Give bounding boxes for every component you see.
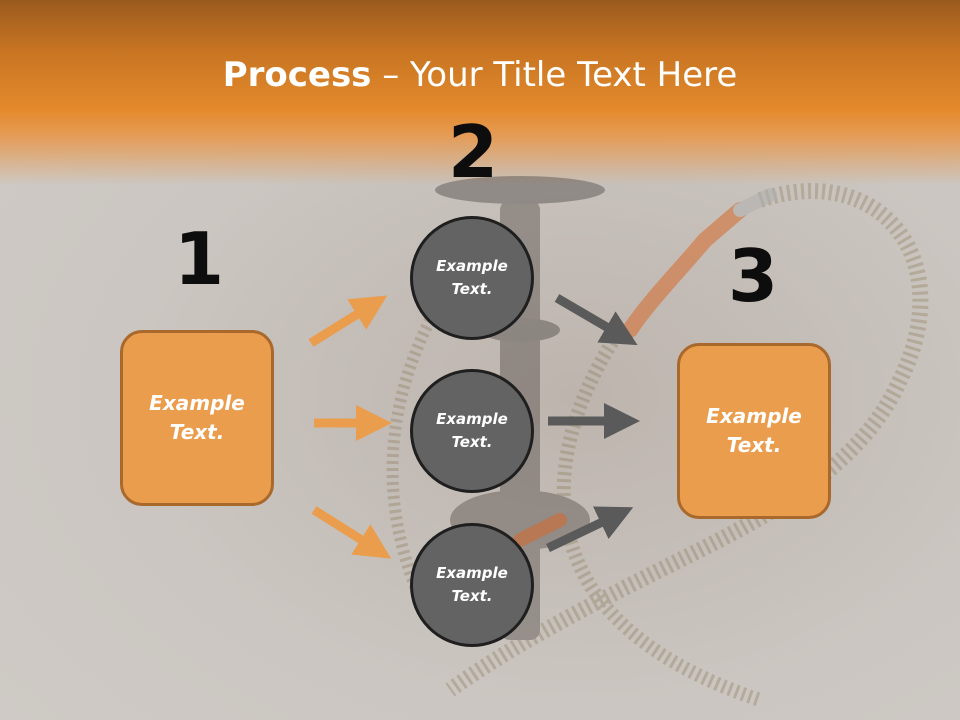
step-2-circle-1-text: Example Text. xyxy=(436,257,508,298)
step-3-box[interactable]: Example Text. xyxy=(677,343,831,519)
step-1-text: Example Text. xyxy=(149,391,245,444)
step-3-number: 3 xyxy=(727,234,779,318)
step-2-circle-2-text: Example Text. xyxy=(436,410,508,451)
slide-title: Process – Your Title Text Here xyxy=(0,52,960,98)
step-1-box[interactable]: Example Text. xyxy=(120,330,274,506)
arrow-2a-to-3 xyxy=(554,294,638,346)
step-3-text: Example Text. xyxy=(706,404,802,457)
arrow-2c-to-3 xyxy=(546,506,634,553)
arrow-1-to-2c xyxy=(311,506,392,559)
step-2-circle-3-text: Example Text. xyxy=(436,564,508,605)
step-2-circle-1[interactable]: Example Text. xyxy=(410,216,534,340)
step-2-number: 2 xyxy=(447,110,499,194)
title-bold: Process xyxy=(222,55,372,95)
title-rest: – Your Title Text Here xyxy=(371,55,738,95)
step-1-number: 1 xyxy=(173,217,225,301)
step-2-circle-2[interactable]: Example Text. xyxy=(410,369,534,493)
arrow-1-to-2a xyxy=(308,295,388,347)
step-2-circle-3[interactable]: Example Text. xyxy=(410,523,534,647)
